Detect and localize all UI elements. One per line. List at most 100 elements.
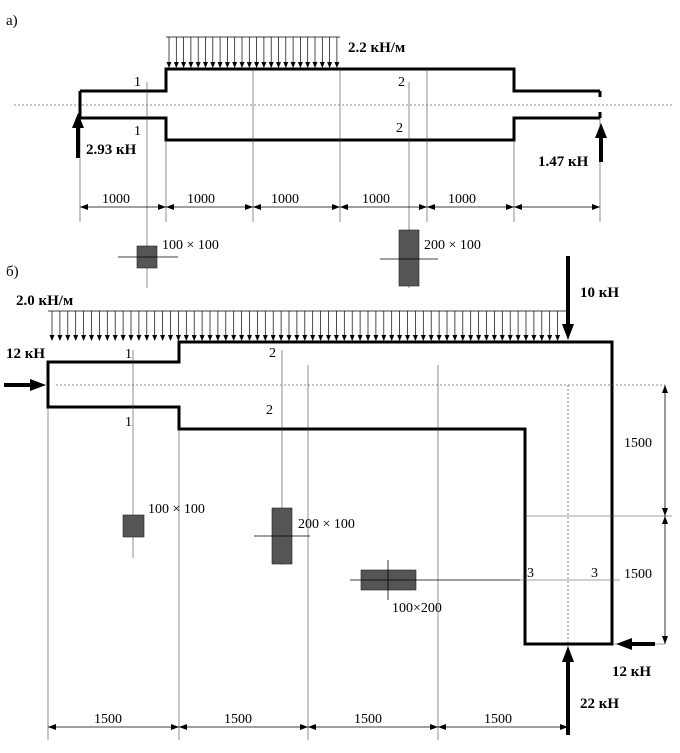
left-reaction-label-a: 2.93 кН: [86, 142, 137, 158]
load-b-arrowhead: [183, 335, 189, 341]
load-b-arrowhead: [531, 335, 537, 341]
dim-b-v-1: 1500: [624, 436, 652, 451]
section-1-bottom-a: 1: [134, 124, 141, 139]
section-3-right-b: 3: [591, 566, 598, 581]
load-b-arrowhead: [373, 335, 379, 341]
cross-section-a-1: [118, 245, 178, 269]
load-a-arrowhead: [181, 62, 187, 68]
load-b-arrowhead: [484, 335, 489, 341]
cross-section-b-1-label: 100 × 100: [148, 502, 205, 517]
load-b-arrowhead: [547, 335, 553, 341]
load-b-arrowhead: [294, 335, 300, 341]
load-a-arrowhead: [166, 62, 172, 68]
load-b-arrowhead: [420, 335, 426, 341]
force-top-arrow-b: [562, 256, 574, 340]
load-b-arrowhead: [128, 335, 134, 341]
load-b-arrowhead: [405, 335, 410, 341]
part-b: б) 2.0 кН/м 1 1 2 2: [4, 256, 672, 740]
dim-a-4: 1000: [362, 192, 390, 207]
dim-b-h-3: 1500: [354, 712, 382, 727]
load-b-arrowhead: [89, 335, 94, 341]
load-b-arrowhead: [476, 335, 482, 341]
cross-section-a-2: [380, 229, 438, 287]
load-b-arrowhead: [499, 335, 505, 341]
section-1-top-b: 1: [125, 347, 132, 362]
load-b-arrowhead: [254, 335, 260, 341]
load-b-arrowhead: [539, 335, 545, 341]
dim-b-v-2: 1500: [624, 567, 652, 582]
load-a-arrowhead: [305, 62, 311, 68]
dim-a-1: 1000: [102, 192, 130, 207]
left-reaction-arrow-a: [72, 113, 84, 158]
load-a-arrowhead: [319, 62, 325, 68]
force-left-arrow-b: [4, 379, 46, 391]
load-b-arrowhead: [452, 335, 458, 341]
load-a-arrowhead: [268, 62, 274, 68]
part-a: а) 2.2 кН/м 1 1 2 2: [6, 13, 672, 288]
load-b-arrowhead: [389, 335, 395, 341]
load-b-arrowhead: [444, 335, 450, 341]
section-1-bottom-b: 1: [125, 415, 132, 430]
load-b-arrowhead: [507, 335, 513, 341]
load-b-arrowhead: [104, 335, 110, 341]
load-a-arrowhead: [173, 62, 179, 68]
load-b-arrowhead: [357, 335, 363, 341]
load-b-arrowhead: [168, 335, 173, 341]
load-a-arrowhead: [203, 62, 208, 68]
load-b-arrowhead: [333, 335, 339, 341]
load-a-arrowhead: [334, 62, 340, 68]
force-right-arrow-b: [616, 638, 655, 650]
load-b-arrowhead: [428, 335, 434, 341]
load-b-arrowhead: [120, 335, 126, 341]
load-a-arrowhead: [254, 62, 260, 68]
force-top-label-b: 10 кН: [580, 285, 619, 301]
load-b-arrowhead: [49, 335, 55, 341]
load-b-arrowhead: [365, 335, 371, 341]
load-a-arrowhead: [283, 62, 289, 68]
force-bottom-label-b: 22 кН: [580, 696, 619, 712]
load-b-arrowhead: [207, 335, 213, 341]
section-2-top-a: 2: [398, 75, 405, 90]
cross-section-b-2-label: 200 × 100: [298, 517, 355, 532]
load-b-arrowhead: [239, 335, 245, 341]
load-a-arrowhead: [290, 62, 296, 68]
load-b-arrowhead: [286, 335, 292, 341]
dim-a-5: 1000: [448, 192, 476, 207]
section-3-left-b: 3: [527, 566, 534, 581]
load-b-arrowhead: [310, 335, 316, 341]
distributed-load-b: [48, 310, 566, 341]
frame-b-outline: [46, 340, 614, 646]
distributed-load-b-label: 2.0 кН/м: [16, 293, 73, 309]
load-b-arrowhead: [191, 335, 197, 341]
load-b-arrowhead: [231, 335, 237, 341]
load-a-arrowhead: [210, 62, 216, 68]
load-b-arrowhead: [270, 335, 276, 341]
cross-section-b-3-label: 100×200: [392, 601, 442, 616]
load-b-arrowhead: [65, 335, 71, 341]
dim-a-3: 1000: [271, 192, 299, 207]
part-b-label: б): [6, 264, 19, 280]
load-b-arrowhead: [57, 335, 63, 341]
section-2-top-b: 2: [269, 346, 276, 361]
cross-section-b-2: [254, 507, 310, 565]
right-reaction-label-a: 1.47 кН: [538, 154, 589, 170]
force-left-label-b: 12 кН: [6, 346, 45, 362]
beam-a-guides: [79, 69, 601, 288]
dim-a-2: 1000: [187, 192, 215, 207]
load-b-arrowhead: [152, 335, 158, 341]
load-b-arrowhead: [523, 335, 529, 341]
cross-section-a-2-label: 200 × 100: [424, 238, 481, 253]
load-b-arrowhead: [278, 335, 284, 341]
force-bottom-arrow-b: [562, 646, 574, 735]
load-b-arrowhead: [215, 335, 221, 341]
cross-section-a-1-label: 100 × 100: [162, 238, 219, 253]
part-a-label: а): [6, 13, 18, 29]
load-b-arrowhead: [136, 335, 142, 341]
load-b-arrowhead: [341, 335, 347, 341]
load-b-arrowhead: [515, 335, 521, 341]
force-right-label-b: 12 кН: [612, 664, 651, 680]
dim-b-h-2: 1500: [224, 712, 252, 727]
load-b-arrowhead: [247, 335, 252, 341]
load-b-arrowhead: [199, 335, 205, 341]
